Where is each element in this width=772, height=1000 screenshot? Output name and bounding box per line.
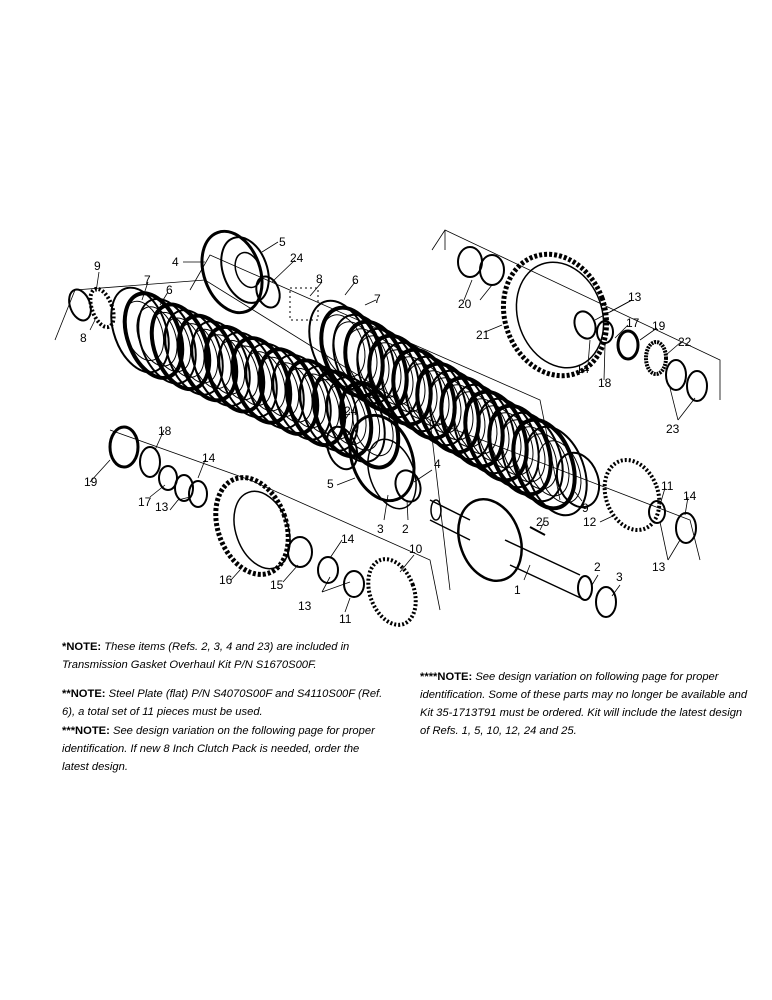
callout-7: 7 (144, 273, 151, 287)
clutch-piston-drum (200, 229, 281, 315)
note-steel-plate: **NOTE: Steel Plate (flat) P/N S4070S00F… (62, 685, 388, 721)
callout-24: 24 (344, 404, 358, 418)
lower-left-parts (108, 425, 418, 627)
clutch-disc-bore (525, 433, 570, 497)
leader-lines (89, 241, 696, 613)
note-text: Steel Plate (flat) P/N S4070S00F and S41… (62, 688, 383, 718)
left-small-parts (68, 286, 319, 330)
callout-19: 19 (652, 319, 666, 333)
note-tag: ****NOTE: (420, 671, 473, 683)
callout-18: 18 (158, 424, 172, 438)
callout-14: 14 (341, 532, 355, 546)
middle-clutch-pack (308, 299, 588, 517)
callout-11: 11 (661, 479, 674, 493)
callout-6: 6 (166, 283, 173, 297)
note-text: These items (Refs. 2, 3, 4 and 23) are i… (62, 641, 350, 671)
note-clutch-pack: ***NOTE: See design variation on the fol… (62, 722, 388, 776)
callout-1: 1 (514, 583, 521, 597)
callout-7: 7 (374, 292, 381, 306)
callout-18: 18 (598, 376, 612, 390)
callout-5: 5 (327, 477, 334, 491)
callout-9: 9 (94, 259, 101, 273)
callout-13: 13 (628, 290, 642, 304)
callout-14: 14 (576, 362, 590, 376)
callout-11: 11 (339, 612, 352, 626)
note-tag: **NOTE: (62, 688, 106, 700)
callout-23: 23 (666, 422, 680, 436)
seal-rings-center (325, 413, 697, 544)
callout-4: 4 (434, 457, 441, 471)
ring-gear-assembly (457, 246, 708, 402)
callout-12: 12 (583, 515, 597, 529)
callout-22: 22 (678, 335, 692, 349)
callout-15: 15 (270, 578, 284, 592)
note-design-variation-kit: ****NOTE: See design variation on follow… (420, 668, 748, 740)
callout-17: 17 (626, 316, 640, 330)
left-clutch-pack (110, 286, 401, 470)
callout-2: 2 (402, 522, 409, 536)
note-gasket-kit: *NOTE: These items (Refs. 2, 3, 4 and 23… (62, 638, 388, 674)
part-callouts: 1 2 2 3 3 4 4 5 5 6 6 7 7 8 8 9 9 10 11 … (80, 235, 697, 626)
callout-8: 8 (80, 331, 87, 345)
note-tag: ***NOTE: (62, 725, 110, 737)
note-text: See design variation on following page f… (420, 671, 748, 737)
callout-3: 3 (377, 522, 384, 536)
exploded-parts-diagram: 1 2 2 3 3 4 4 5 5 6 6 7 7 8 8 9 9 10 11 … (54, 229, 721, 627)
clutch-disc (511, 417, 577, 511)
callout-21: 21 (476, 328, 490, 342)
callout-9: 9 (582, 501, 589, 515)
callout-14: 14 (202, 451, 216, 465)
callout-10: 10 (409, 542, 423, 556)
callout-2: 2 (594, 560, 601, 574)
clutch-disc (500, 411, 564, 503)
callout-13: 13 (155, 500, 169, 514)
clutch-disc-bore (513, 426, 558, 490)
callout-3: 3 (616, 570, 623, 584)
clutch-disc-bore (501, 419, 546, 483)
callout-13: 13 (298, 599, 312, 613)
note-tag: *NOTE: (62, 641, 102, 653)
callout-14: 14 (683, 489, 697, 503)
callout-8: 8 (316, 272, 323, 286)
output-shaft (429, 497, 617, 618)
note-text: See design variation on the following pa… (62, 725, 375, 773)
callout-5: 5 (279, 235, 286, 249)
callout-25: 25 (536, 515, 550, 529)
callout-13: 13 (652, 560, 666, 574)
callout-24: 24 (290, 251, 304, 265)
callout-20: 20 (458, 297, 472, 311)
callout-16: 16 (219, 573, 233, 587)
callout-17: 17 (138, 495, 152, 509)
clutch-disc (524, 425, 588, 517)
callout-6: 6 (352, 273, 359, 287)
callout-19: 19 (84, 475, 98, 489)
callout-4: 4 (172, 255, 179, 269)
